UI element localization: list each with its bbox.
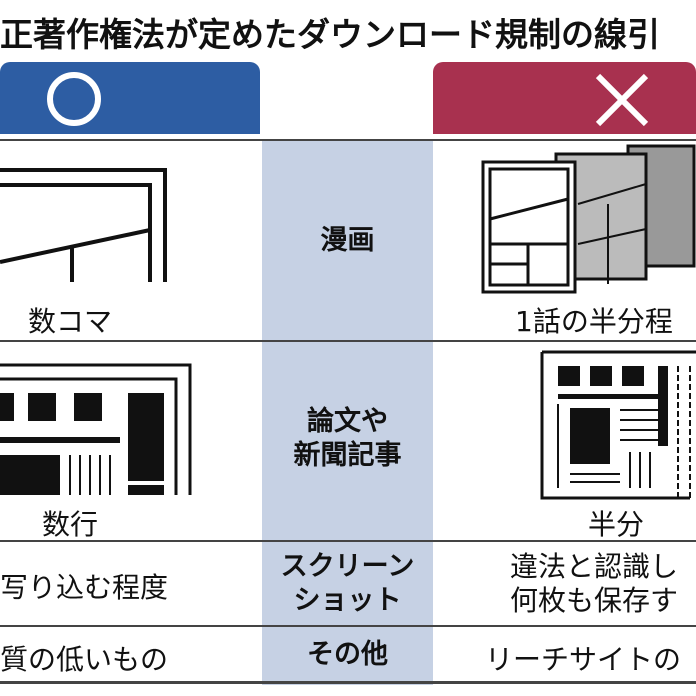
cross-icon (595, 73, 649, 127)
screenshot-prohibited: 違法と認識し 何枚も保存す (510, 550, 678, 618)
article-allowed: 数行 (42, 508, 99, 541)
category-line: 論文や (307, 406, 388, 437)
prohibited-header (433, 62, 696, 134)
divider (0, 681, 696, 684)
category-other: その他 (307, 639, 388, 670)
divider (0, 139, 696, 141)
article-few-lines-illustration (0, 363, 192, 495)
article-half-illustration (540, 350, 696, 500)
manga-half-chapter-illustration (481, 144, 696, 294)
text-line: 何枚も保存す (510, 584, 679, 617)
text-line: 違法と認識し (510, 550, 679, 583)
circle-icon (47, 72, 101, 126)
category-line: 新聞記事 (293, 440, 402, 471)
screenshot-allowed: 写り込む程度 (0, 571, 169, 604)
allowed-header (0, 62, 260, 134)
category-line: スクリーン (280, 551, 415, 582)
other-allowed: 質の低いもの (0, 643, 169, 676)
manga-few-panels-illustration (0, 168, 167, 282)
other-prohibited: リーチサイトの (485, 643, 682, 676)
category-screenshot: スクリーン ショット (262, 550, 433, 618)
divider (0, 340, 696, 342)
page-title: 正著作権法が定めたダウンロード規制の線引 (0, 15, 660, 54)
divider (0, 625, 696, 627)
category-article: 論文や 新聞記事 (262, 405, 433, 473)
article-prohibited: 半分 (588, 508, 645, 541)
category-column (262, 140, 433, 685)
category-manga: 漫画 (320, 225, 375, 256)
manga-prohibited: 1話の半分程 (515, 305, 673, 338)
divider (0, 540, 696, 542)
manga-allowed: 数コマ (28, 305, 113, 338)
category-line: ショット (293, 585, 402, 616)
